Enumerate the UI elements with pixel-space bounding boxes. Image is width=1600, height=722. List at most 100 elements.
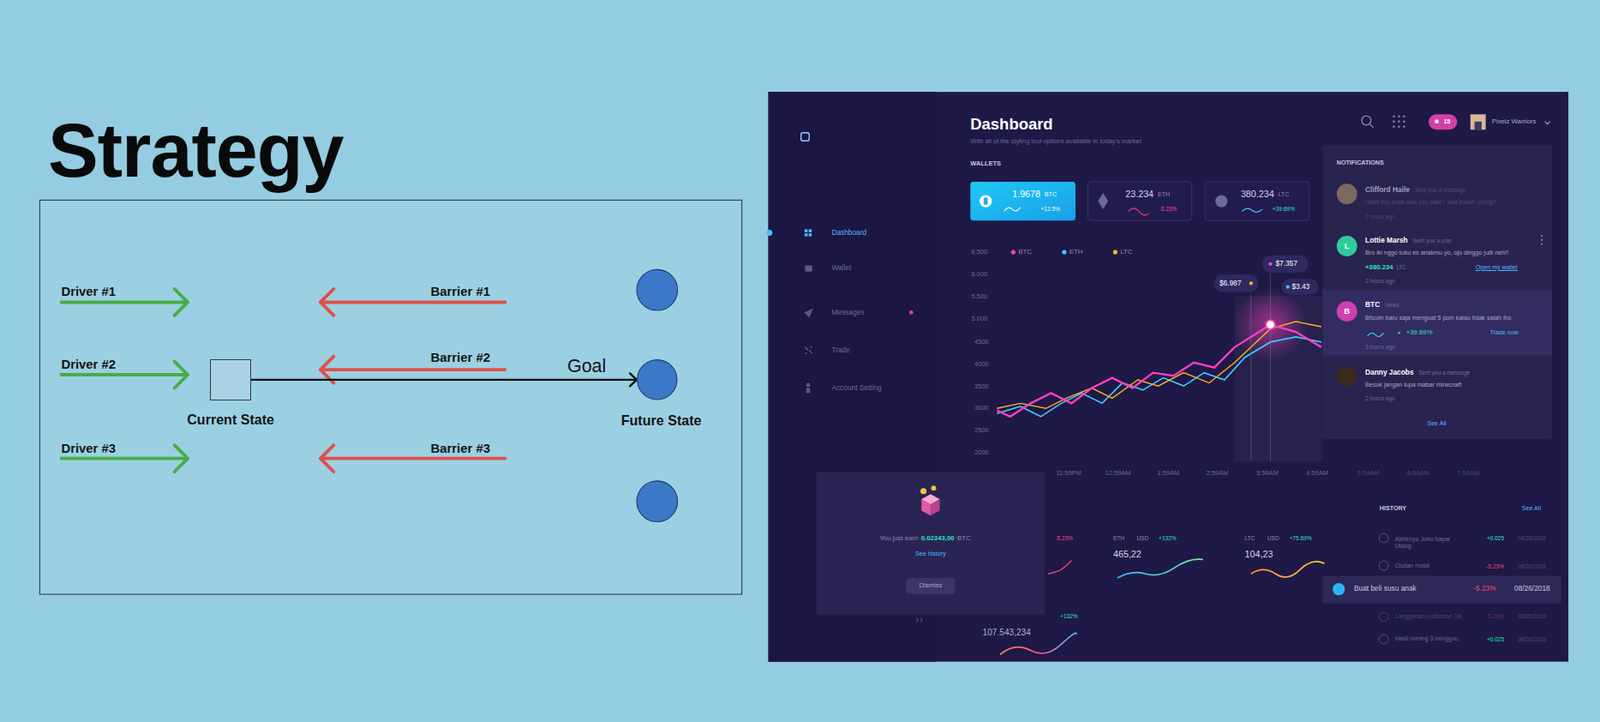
wallet-amount: 23.234 <box>1125 188 1154 199</box>
tooltip-value: $7.357 <box>1275 259 1297 269</box>
axis-tick: 6.000 <box>971 270 989 279</box>
currency-code: BTC <box>957 534 971 543</box>
menu-dot <box>1540 239 1543 241</box>
nav-icon-part <box>808 228 813 233</box>
wallet-amount: 1.9678 <box>1012 188 1041 199</box>
circle-shape <box>637 359 678 400</box>
connector-line <box>251 378 637 381</box>
link: See All <box>1522 504 1541 512</box>
driver-label: Driver #2 <box>60 357 116 372</box>
tooltip-dot <box>1249 281 1253 285</box>
apps-dot <box>1397 120 1400 123</box>
price: 104,23 <box>1245 548 1274 559</box>
notification-name: BTC <box>1365 300 1380 310</box>
history-icon <box>1378 560 1389 570</box>
axis-tick: 5.500 <box>971 293 989 301</box>
menu-dot <box>1540 243 1543 246</box>
currency-code: USD <box>1267 534 1280 542</box>
notification-highlight <box>1322 289 1553 355</box>
legend-dot <box>1011 250 1016 255</box>
axis-tick: 3500 <box>974 383 989 391</box>
axis-tick: 6:59AM <box>1407 469 1430 478</box>
legend-dot <box>1061 250 1067 255</box>
notification-text: Bro iki nggo tuku es anakmu yo, ojo ding… <box>1365 249 1509 257</box>
currency-code: LTC <box>1396 263 1407 271</box>
currency-code: BTC <box>1044 191 1057 198</box>
history-text: Cicilan mobil <box>1395 562 1430 570</box>
dashboard-panel <box>768 91 1570 661</box>
wallet-card <box>970 181 1076 221</box>
logo-icon <box>801 132 810 142</box>
tooltip-guide <box>1251 273 1271 462</box>
nav-icon-part <box>804 228 809 233</box>
apps-dot <box>1392 120 1395 123</box>
reward-popup <box>816 471 1046 615</box>
user-avatar <box>1474 121 1482 131</box>
state-label: Current State <box>186 411 275 427</box>
current-state-box: Current State <box>209 359 252 401</box>
nav-icon-part <box>804 233 809 237</box>
date: 08/26/2018 <box>1517 635 1547 643</box>
nav-icon <box>806 387 811 393</box>
amount: +0.025 <box>1486 635 1505 643</box>
nav-icon <box>804 265 812 272</box>
tooltip-pill <box>1282 278 1319 295</box>
timestamp: 3 hours ago <box>1365 343 1396 351</box>
wallet-amount: 380.234 <box>1240 188 1275 199</box>
diagram-title: Strategy <box>47 113 344 189</box>
coin-icon <box>931 485 937 491</box>
notification-text: Hallo bro anak wes pro saiki? wes kuliah… <box>1365 198 1501 206</box>
tooltip-pill <box>1214 274 1259 292</box>
notification-type: Sent you a message <box>1419 369 1471 377</box>
link: Trade now <box>1489 329 1518 336</box>
sparkline <box>1241 208 1263 212</box>
nav-icon <box>803 308 814 318</box>
axis-tick: 4500 <box>974 338 989 347</box>
active-indicator <box>766 229 773 236</box>
barrier-label: Barrier #2 <box>431 350 491 366</box>
tooltip-dot <box>1286 284 1290 288</box>
chart-marker <box>1265 319 1276 330</box>
axis-tick: 2500 <box>974 426 989 435</box>
apps-dot <box>1397 115 1400 118</box>
amount: -5.23% <box>1486 563 1505 570</box>
link: See history <box>915 550 947 558</box>
avatar <box>1336 365 1358 387</box>
timestamp: 2 hours ago <box>1365 395 1396 402</box>
tooltip-dot <box>1268 262 1272 266</box>
percent-change: +12.5% <box>1041 205 1061 213</box>
percent-change: -5.23% <box>1054 534 1073 542</box>
barrier-label: Barrier #3 <box>431 441 491 456</box>
sparkline <box>1004 207 1021 212</box>
tooltip-value: $3.43 <box>1291 282 1310 292</box>
apps-dot <box>1392 125 1395 127</box>
chevron <box>1545 121 1551 125</box>
percent-change: +132% <box>1158 534 1177 542</box>
nav-item: Messages <box>831 308 864 318</box>
axis-tick: 5.000 <box>971 315 989 324</box>
gift-icon <box>930 498 941 516</box>
badge-count: 15 <box>1443 118 1451 126</box>
history-icon <box>1378 634 1389 644</box>
coin-icon <box>1097 192 1109 210</box>
axis-tick: 3000 <box>974 404 989 413</box>
history-icon <box>1332 582 1345 595</box>
legend-label: LTC <box>1120 248 1133 257</box>
coin-icon <box>983 197 989 204</box>
future-state-option <box>636 269 678 311</box>
menu-dot <box>1540 234 1543 237</box>
nav-item: Wallet <box>831 263 851 273</box>
history-text: Langganan indihome OK <box>1395 612 1463 620</box>
wallet-card <box>1087 181 1192 221</box>
sparkline <box>1251 561 1325 577</box>
nav-item: Account Setting <box>831 383 881 393</box>
notification-text: Besok jangan lupa mabar minecraft <box>1365 381 1462 389</box>
percent-change: -5.23% <box>1159 205 1178 213</box>
nav-icon <box>804 228 812 236</box>
notifications-panel <box>1322 144 1553 439</box>
date: 08/26/2018 <box>1517 563 1547 570</box>
axis-tick: 2:59AM <box>1205 469 1229 478</box>
axis-tick: 11:59PM <box>1055 469 1081 478</box>
section-label: WALLETS <box>970 160 1001 168</box>
link: Open my wallet <box>1475 263 1518 271</box>
